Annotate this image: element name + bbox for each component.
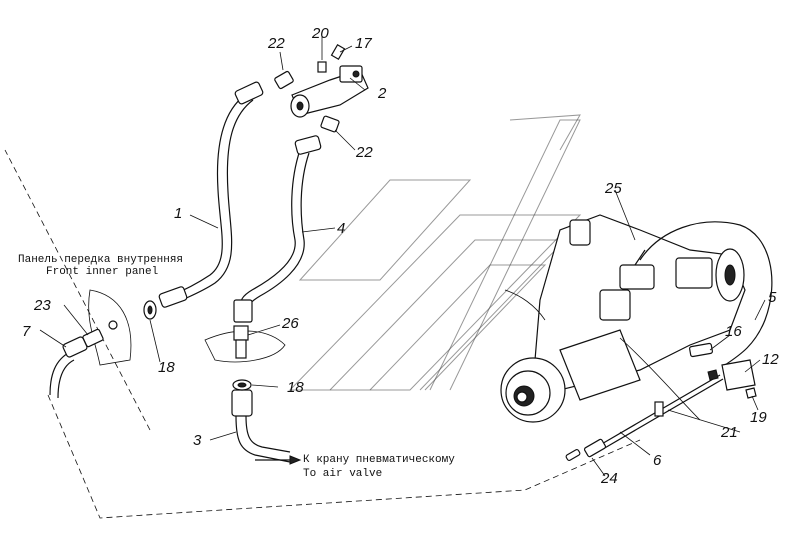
caption-front-panel-en: Front inner panel [46, 266, 158, 278]
callout-4: 4 [337, 220, 345, 237]
callout-25: 25 [604, 180, 622, 197]
callout-21: 21 [720, 424, 738, 441]
callout-12: 12 [762, 351, 779, 368]
fitting-26 [204, 325, 286, 391]
hose-3 [231, 389, 302, 465]
linkage-rod-6 [565, 374, 724, 461]
callout-17: 17 [355, 35, 372, 52]
callout-22-top: 22 [267, 35, 285, 52]
valve-assembly-2 [274, 43, 369, 133]
callout-24: 24 [600, 470, 618, 487]
callout-16: 16 [725, 323, 742, 340]
caption-air-valve-ru: К крану пневматическому [303, 454, 455, 466]
callout-1: 1 [174, 205, 182, 222]
hose-4 [233, 135, 322, 323]
caption-front-panel-ru: Панель передка внутренняя [18, 254, 183, 266]
watermark-logo [288, 114, 582, 391]
callout-6: 6 [653, 452, 662, 469]
dashed-boundary [4, 149, 641, 519]
callout-19: 19 [750, 409, 767, 426]
hose-1 [158, 81, 264, 308]
callout-22-bottom: 22 [355, 144, 373, 161]
callout-7: 7 [22, 323, 31, 340]
callout-2: 2 [377, 85, 387, 102]
callout-18-center: 18 [287, 379, 304, 396]
caption-air-valve-en: To air valve [303, 468, 382, 480]
bracket-12 [689, 342, 757, 399]
callout-5: 5 [768, 289, 777, 306]
callout-20: 20 [311, 25, 329, 42]
transmission-unit [500, 214, 773, 423]
callout-18-left: 18 [158, 359, 175, 376]
callout-23: 23 [33, 297, 51, 314]
panel-fitting-assembly [49, 289, 157, 399]
callout-26: 26 [281, 315, 299, 332]
leader-lines [39, 36, 766, 477]
callout-3: 3 [193, 432, 202, 449]
